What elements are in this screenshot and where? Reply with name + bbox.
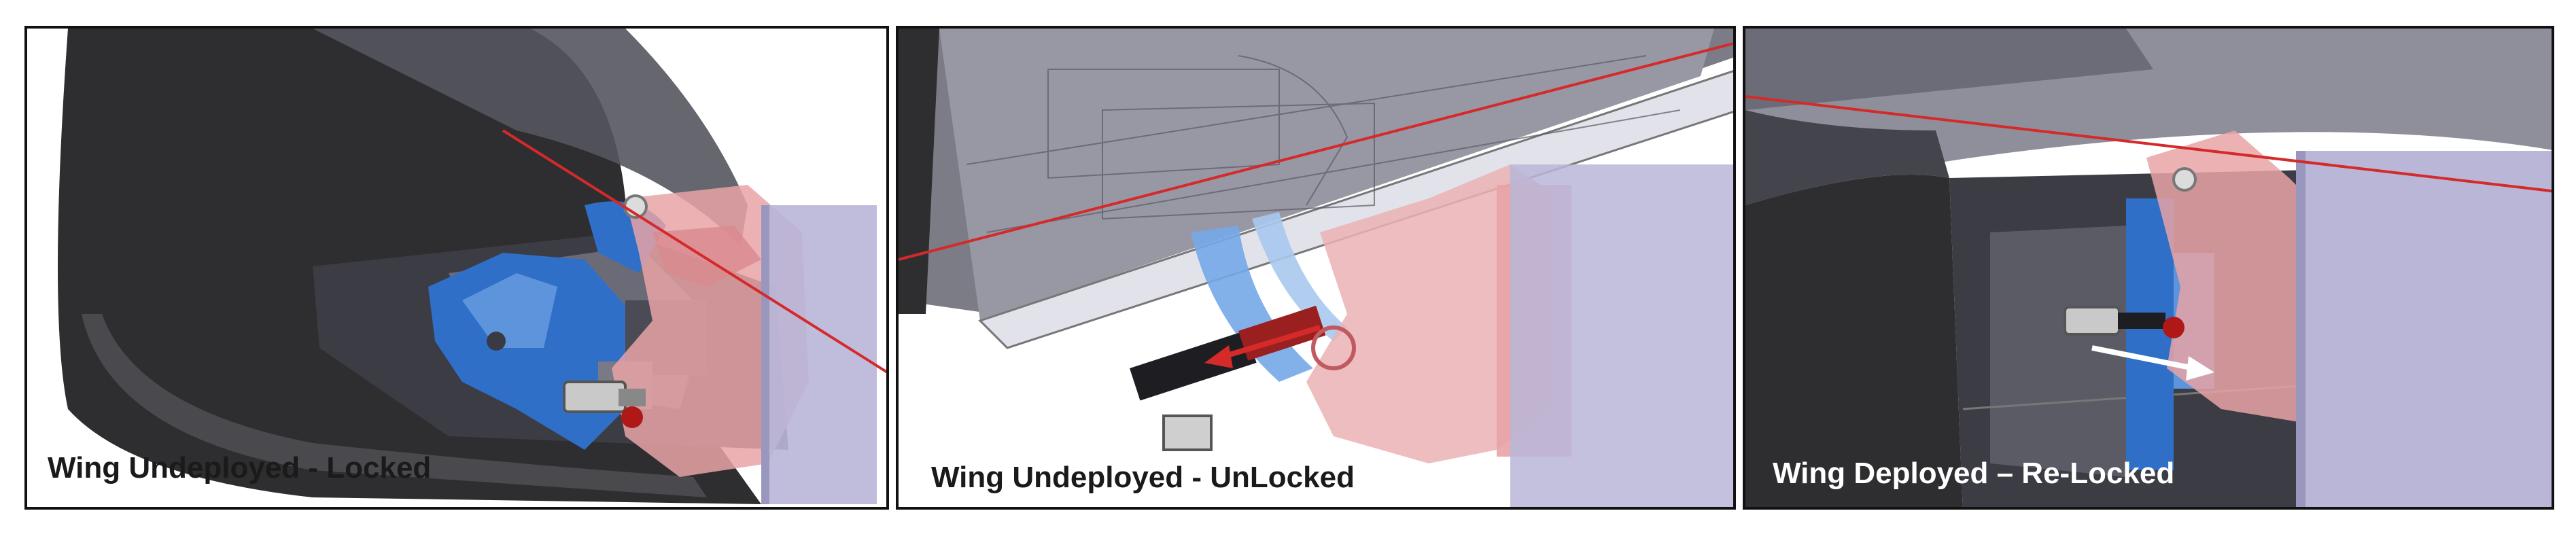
axis-line [899,42,1733,261]
panel-3-illustration [1745,29,2552,507]
arrow-right-icon [2091,345,2214,381]
wing-highlight [82,314,707,497]
wing-body [1745,175,1963,507]
actuator-icon [2064,306,2185,338]
pin-icon [2172,167,2197,192]
caption-panel-1: Wing Undeployed - Locked [48,451,432,484]
bracket-pink [1306,164,1551,463]
panel-1-illustration [27,29,886,507]
arrow-left-icon [1204,325,1321,368]
caption-panel-2: Wing Undeployed - UnLocked [931,461,1355,494]
side-plate [1510,164,1733,507]
panel-undeployed-unlocked: Wing Undeployed - UnLocked [896,26,1736,510]
wing-underside [978,70,1733,349]
actuator-icon [563,381,646,428]
axis-line [1745,95,2552,193]
side-plate [2296,151,2552,507]
panel-undeployed-locked: Wing Undeployed - Locked [24,26,889,510]
panel-deployed-relocked: Wing Deployed – Re-Locked [1743,26,2554,510]
panel-2-illustration [899,29,1733,507]
caption-panel-3: Wing Deployed – Re-Locked [1773,457,2175,490]
axis-line [502,129,886,374]
